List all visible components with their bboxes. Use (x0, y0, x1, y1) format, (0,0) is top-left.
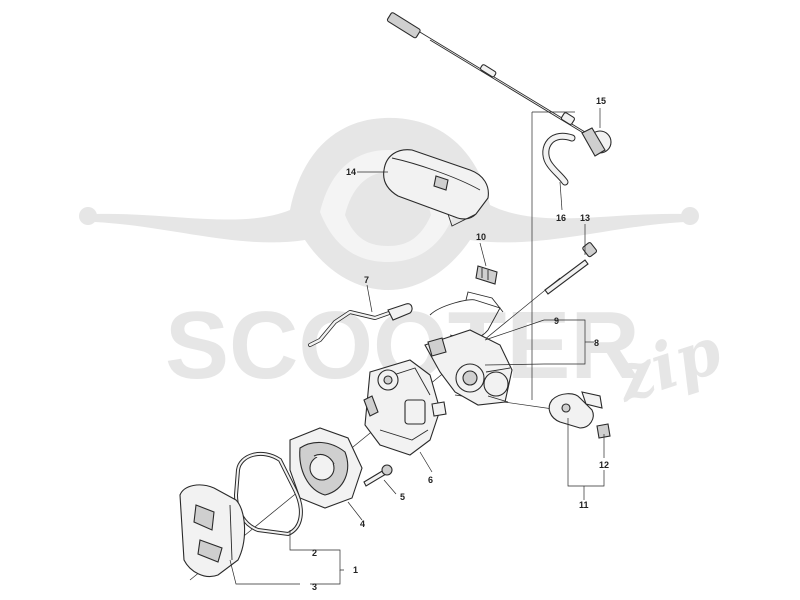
callout-5: 5 (400, 492, 405, 502)
callout-16: 16 (556, 213, 566, 223)
callout-10: 10 (476, 232, 486, 242)
callout-4: 4 (360, 519, 365, 529)
long-bolt (544, 242, 598, 295)
small-clip (475, 265, 498, 285)
callout-6: 6 (428, 475, 433, 485)
hose (542, 132, 576, 186)
intake-plate (289, 427, 363, 509)
air-filter-cover (383, 149, 489, 227)
callout-13: 13 (580, 213, 590, 223)
throttle-cable (386, 12, 612, 157)
callout-labels: 1 2 3 4 5 6 7 8 9 10 11 12 13 14 15 16 (312, 96, 609, 592)
callout-11: 11 (579, 500, 589, 510)
throttle-lever (548, 391, 611, 439)
callout-8: 8 (594, 338, 599, 348)
callout-3: 3 (312, 582, 317, 592)
air-filter-element (179, 484, 246, 578)
carburetor-spacer (424, 329, 513, 406)
callout-2: 2 (312, 548, 317, 558)
choke-rod (308, 303, 413, 347)
carburetor (363, 359, 447, 456)
leader-lines (229, 108, 605, 585)
callout-1: 1 (353, 565, 358, 575)
screw (363, 464, 393, 487)
callout-7: 7 (364, 275, 369, 285)
callout-14: 14 (346, 167, 356, 177)
callout-12: 12 (599, 460, 609, 470)
callout-9: 9 (554, 316, 559, 326)
callout-15: 15 (596, 96, 606, 106)
